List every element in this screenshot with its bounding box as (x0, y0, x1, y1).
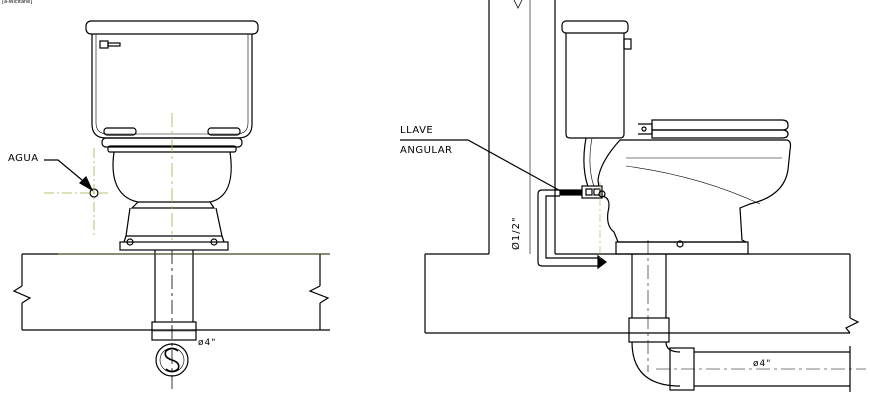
side-centerlines (599, 182, 866, 372)
drain-diameter-front-label: ø4" (198, 338, 217, 348)
supply-pipe-wall (537, 189, 598, 267)
tank-lid-side (561, 20, 629, 34)
bowl-body-front (112, 151, 232, 203)
llave-label: LLAVE (400, 125, 434, 136)
leader-arrow-icon (79, 175, 94, 192)
agua-leader (44, 159, 83, 181)
drain-diameter-side-label: ø4" (753, 359, 772, 369)
supply-arrow-icon (597, 254, 607, 270)
drain-elbow (631, 341, 680, 387)
front-centerlines (44, 113, 330, 390)
corner-note: [a-Wicitane] (2, 0, 33, 5)
supply-tube (583, 137, 591, 193)
llave-leader (400, 139, 567, 195)
flush-lever-icon (99, 40, 121, 49)
seat-lid-side (651, 119, 789, 131)
supply-diameter-label: Ø1/2" (511, 216, 522, 250)
tank-body-side (565, 33, 625, 139)
seat-hinge-right (207, 127, 241, 136)
seat-hinge-left (103, 127, 137, 136)
angular-label: ANGULAR (400, 145, 453, 156)
drain-coupling-side (628, 317, 670, 343)
side-view (400, 0, 860, 392)
pedestal-front (125, 207, 223, 237)
agua-label: AGUA (8, 153, 39, 164)
angle-valve-icon (559, 185, 606, 199)
bowl-body-side (597, 139, 792, 243)
tank-lid-front (85, 20, 259, 35)
